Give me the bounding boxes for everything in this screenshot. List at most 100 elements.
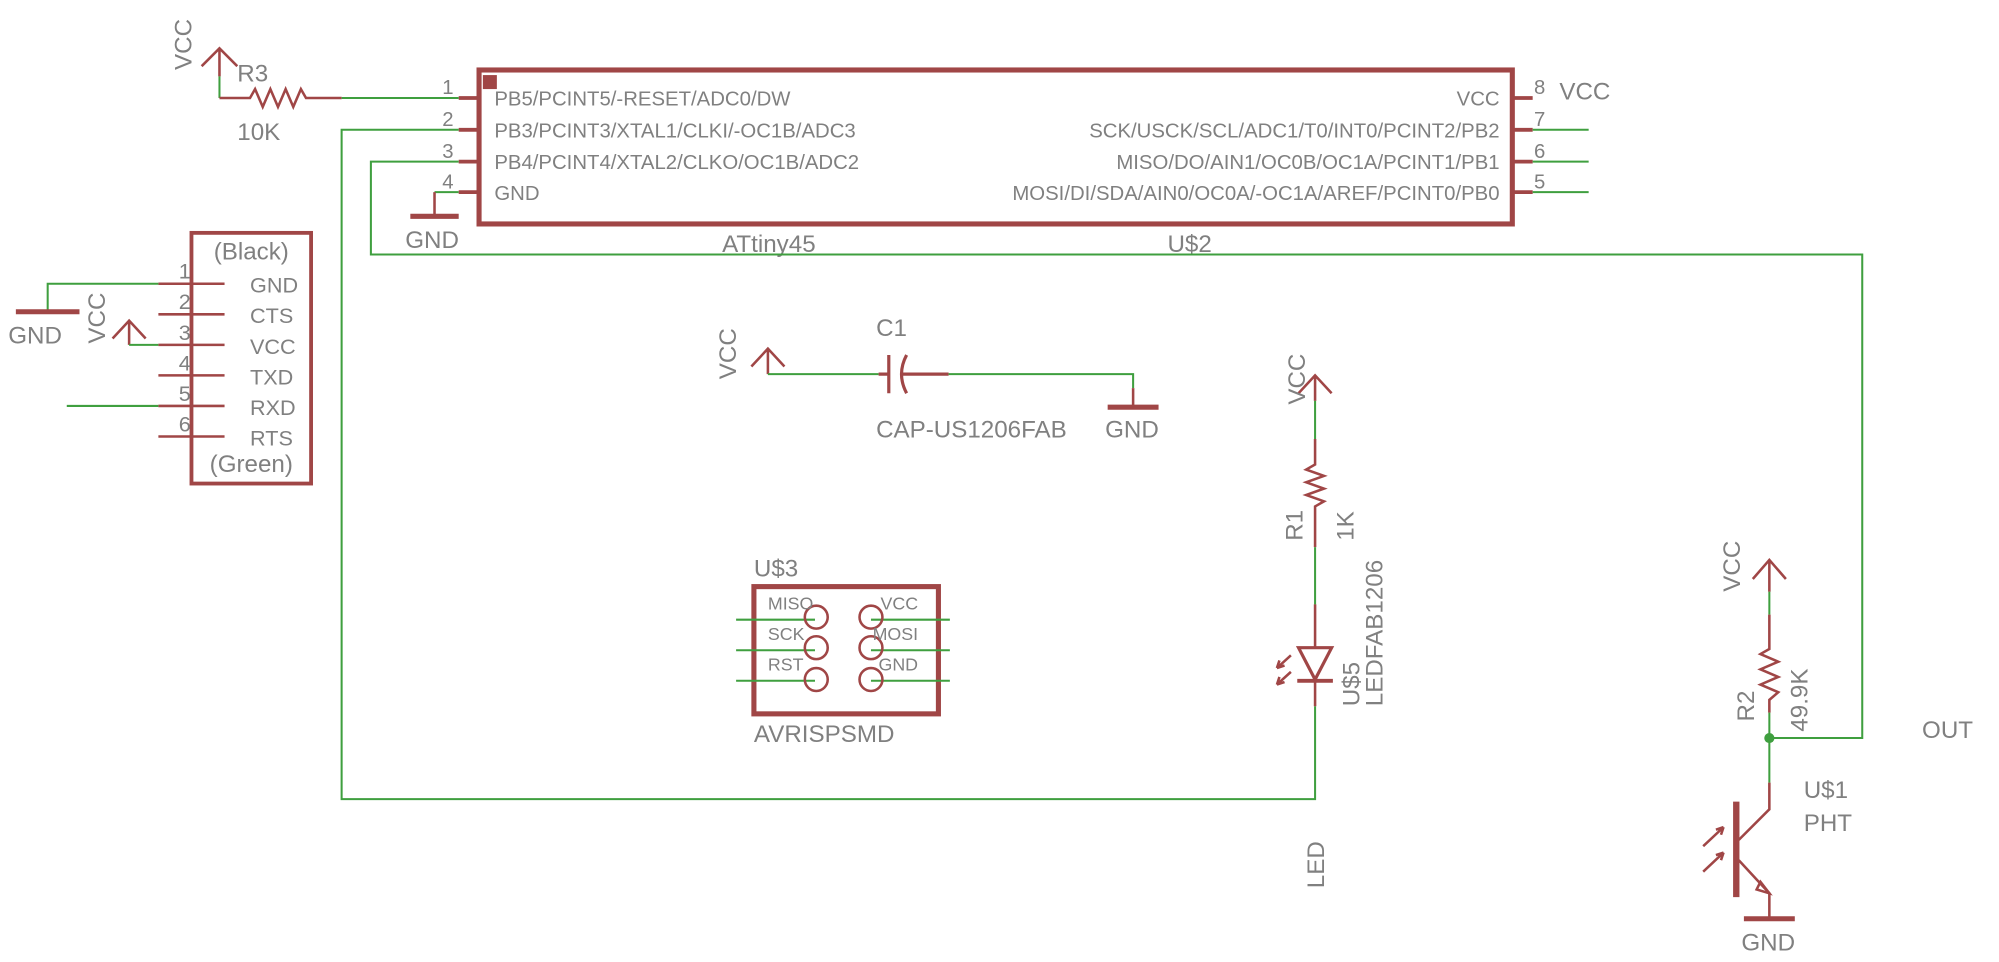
vcc-label: VCC bbox=[1284, 354, 1311, 405]
r1-value: 1K bbox=[1332, 511, 1359, 541]
pin-label: TXD bbox=[250, 364, 293, 389]
isp-wires bbox=[736, 618, 950, 682]
chip-value: ATtiny45 bbox=[722, 231, 816, 258]
wire-out-net bbox=[369, 160, 1864, 740]
pin-label: CTS bbox=[250, 303, 293, 328]
pin-number: 5 bbox=[179, 381, 191, 406]
pin-label: PB3/PCINT3/XTAL1/CLKI/-OC1B/ADC3 bbox=[494, 120, 855, 142]
vcc-net-label: VCC bbox=[1559, 78, 1610, 105]
pin-label: RST bbox=[768, 655, 804, 675]
pin-wires-right bbox=[1532, 128, 1589, 194]
pin-label: PB4/PCINT4/XTAL2/CLKO/OC1B/ADC2 bbox=[494, 152, 859, 174]
pin-number: 7 bbox=[1534, 109, 1545, 131]
pin-label: RTS bbox=[250, 425, 293, 450]
attiny45-chip[interactable]: 1 2 3 4 PB5/PCINT5/-RESET/ADC0/DW PB3/PC… bbox=[442, 67, 1610, 258]
pin-number: 6 bbox=[179, 411, 191, 436]
pht-value: PHT bbox=[1804, 810, 1853, 837]
c1-name: C1 bbox=[876, 315, 907, 342]
vcc-arrow-icon bbox=[1297, 373, 1333, 401]
gnd-label: GND bbox=[8, 323, 62, 350]
capacitor-icon bbox=[878, 354, 949, 394]
transistor-leads bbox=[1737, 782, 1771, 919]
isp-header[interactable]: MISO SCK RST VCC MOSI GND U$3 AVRISPSMD bbox=[736, 555, 950, 748]
led-u5[interactable]: U$5 LEDFAB1206 bbox=[1275, 560, 1389, 706]
vcc-label: VCC bbox=[84, 293, 111, 344]
r2-name: R2 bbox=[1733, 691, 1760, 722]
pin-label: SCK bbox=[768, 624, 805, 644]
pin-label: MISO bbox=[768, 594, 813, 614]
vcc-label: VCC bbox=[170, 19, 197, 70]
header-top-label: (Black) bbox=[214, 239, 289, 266]
vcc-arrow-icon bbox=[750, 346, 786, 375]
pht-name: U$1 bbox=[1804, 777, 1848, 804]
pin1-marker bbox=[482, 75, 497, 90]
wire-ftdi-gnd bbox=[46, 282, 159, 312]
pin-label: VCC bbox=[250, 334, 296, 359]
pin-label: RXD bbox=[250, 395, 296, 420]
header-pins bbox=[158, 282, 225, 438]
pin-number: 4 bbox=[179, 350, 191, 375]
pin-number: 4 bbox=[442, 171, 453, 193]
led-diode-icon bbox=[1295, 646, 1335, 683]
r3-name: R3 bbox=[237, 60, 268, 87]
vcc-label: VCC bbox=[1719, 541, 1746, 592]
pin-label: VCC bbox=[1457, 89, 1500, 111]
r1-name: R1 bbox=[1281, 510, 1308, 541]
led-value: LEDFAB1206 bbox=[1362, 560, 1389, 706]
pin-number: 2 bbox=[179, 289, 191, 314]
emitter-arrow-icon bbox=[1754, 879, 1773, 896]
isp-name: U$3 bbox=[754, 555, 798, 582]
header-body bbox=[189, 230, 313, 486]
r2-value: 49.9K bbox=[1787, 669, 1814, 732]
vcc-label: VCC bbox=[715, 328, 742, 379]
pin-number: 8 bbox=[1534, 77, 1545, 99]
resistor-zigzag-icon bbox=[1302, 439, 1328, 548]
wire-led-net bbox=[340, 128, 1317, 801]
light-receive-arrows-icon bbox=[1702, 825, 1725, 873]
wire bbox=[948, 373, 1135, 389]
pin-label: GND bbox=[494, 183, 539, 205]
pin-label: MOSI/DI/SDA/AIN0/OC0A/-OC1A/AREF/PCINT0/… bbox=[1012, 183, 1499, 205]
gnd-label: GND bbox=[405, 227, 459, 254]
pin-label: GND bbox=[250, 273, 298, 298]
resistor-r3[interactable]: VCC R3 10K bbox=[170, 19, 342, 146]
chip-name: U$2 bbox=[1167, 231, 1211, 258]
ftdi-header[interactable]: (Black) (Green) 1 2 3 4 5 6 GND CTS VCC … bbox=[158, 230, 313, 486]
gnd-label: GND bbox=[1105, 417, 1159, 444]
header-bottom-label: (Green) bbox=[210, 451, 293, 478]
resistor-r2[interactable]: VCC R2 49.9K bbox=[1719, 541, 1813, 732]
c1-value: CAP-US1206FAB bbox=[876, 417, 1067, 444]
chip-pin-stubs bbox=[458, 96, 1533, 195]
chip-body bbox=[476, 67, 1515, 227]
isp-pad-icons bbox=[803, 604, 884, 693]
pin-number: 1 bbox=[442, 77, 453, 99]
phototransistor-u1[interactable]: GND U$1 PHT bbox=[1702, 777, 1853, 957]
pin-number: 3 bbox=[442, 141, 453, 163]
light-emit-arrows-icon bbox=[1275, 654, 1292, 686]
pin-number: 6 bbox=[1534, 141, 1545, 163]
pin-label: SCK/USCK/SCL/ADC1/T0/INT0/PCINT2/PB2 bbox=[1089, 120, 1499, 142]
led-name: U$5 bbox=[1339, 662, 1366, 706]
isp-value: AVRISPSMD bbox=[754, 721, 895, 748]
resistor-zigzag-icon bbox=[1757, 614, 1782, 713]
r3-value: 10K bbox=[237, 119, 280, 146]
pin-label: MISO/DO/AIN1/OC0B/OC1A/PCINT1/PB1 bbox=[1116, 152, 1499, 174]
pin-label: PB5/PCINT5/-RESET/ADC0/DW bbox=[494, 89, 791, 111]
resistor-r1[interactable]: VCC R1 1K bbox=[1281, 354, 1359, 548]
vcc-arrow-icon bbox=[111, 318, 147, 345]
pin-number: 3 bbox=[179, 320, 191, 345]
pin-number: 2 bbox=[442, 109, 453, 131]
pin-label: MOSI bbox=[873, 624, 918, 644]
capacitor-c1[interactable]: VCC C1 CAP-US1206FAB GND bbox=[715, 315, 1159, 444]
out-net-label: OUT bbox=[1922, 717, 1973, 744]
pin-number: 5 bbox=[1534, 171, 1545, 193]
pin-label: VCC bbox=[880, 594, 918, 614]
led-net-label: LED bbox=[1303, 841, 1330, 888]
resistor-zigzag-icon bbox=[219, 85, 342, 111]
junction-dot bbox=[1764, 732, 1775, 744]
vcc-arrow-icon bbox=[1751, 557, 1787, 592]
pin-number: 1 bbox=[179, 259, 191, 284]
vcc-arrow-icon bbox=[200, 46, 239, 77]
pin-label: GND bbox=[878, 655, 918, 675]
